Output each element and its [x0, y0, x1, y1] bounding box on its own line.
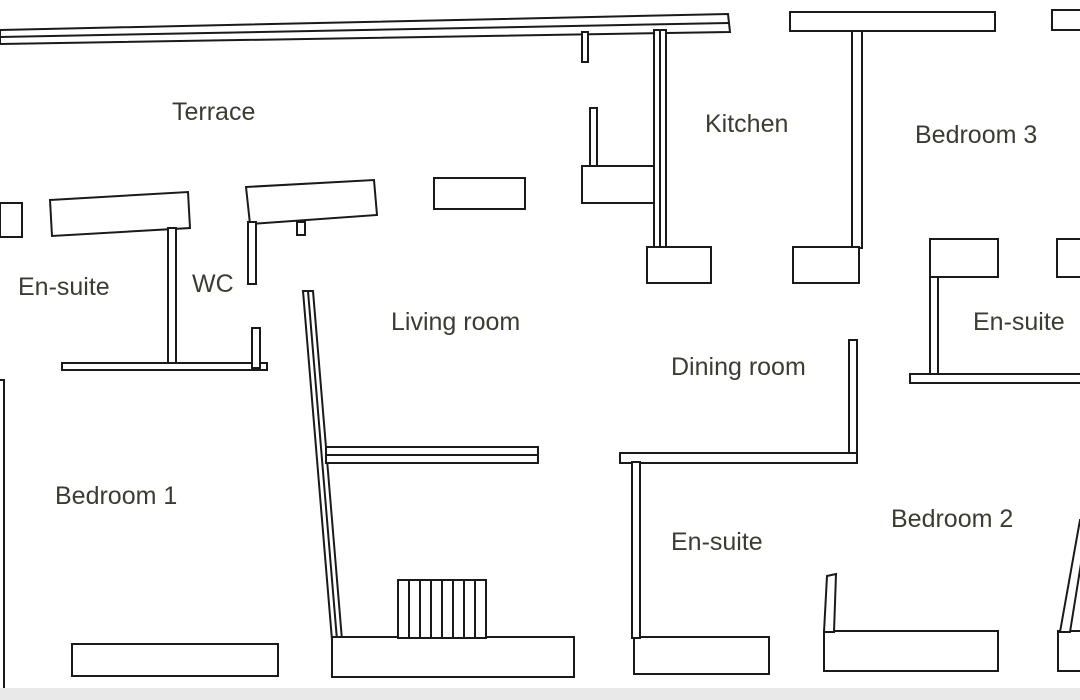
ensuite-right-south-wall — [909, 373, 1080, 384]
room-label-bedroom-3: Bedroom 3 — [915, 121, 1037, 149]
ensuite-left-north-wall — [48, 190, 192, 238]
room-label-bedroom-2: Bedroom 2 — [891, 505, 1013, 533]
ensuite-right-box-2 — [1056, 238, 1080, 278]
ensuite-right-west-wall — [929, 276, 939, 378]
terrace-left-stub — [0, 202, 23, 238]
bedroom2-east-sill — [1057, 630, 1080, 672]
bedroom3-west-wall — [851, 30, 863, 249]
ensuite-bottom-west-wall — [631, 461, 641, 639]
bedroom2-east-wall — [1058, 519, 1080, 633]
top-wall-inner-line — [0, 22, 730, 38]
room-label-dining-room: Dining room — [671, 353, 806, 381]
terrace-post — [581, 31, 589, 63]
top-wall-right — [789, 11, 996, 32]
living-room-south-sill — [331, 636, 575, 678]
radiator — [397, 579, 487, 639]
bedroom1-window-sill — [71, 643, 279, 677]
walls — [0, 9, 1080, 691]
kitchen-counter-post — [589, 107, 598, 167]
living-room-west-wall-line — [307, 290, 338, 641]
room-label-bedroom-1: Bedroom 1 — [55, 482, 177, 510]
bedroom2-sill — [823, 630, 999, 672]
room-label-terrace: Terrace — [172, 98, 255, 126]
room-label-ensuite-right: En-suite — [973, 308, 1065, 336]
room-label-kitchen: Kitchen — [705, 110, 788, 138]
top-wall-far-right — [1051, 9, 1080, 31]
room-label-ensuite-bottom: En-suite — [671, 528, 763, 556]
wc-north-wall — [244, 178, 379, 226]
terrace-bench — [433, 177, 526, 210]
kitchen-counter — [581, 165, 655, 204]
ensuite-right-box — [929, 238, 999, 278]
kitchen-pier — [646, 246, 712, 284]
wc-north-stub — [296, 221, 306, 236]
wc-east-jamb-bottom — [251, 327, 261, 369]
room-label-ensuite-left: En-suite — [18, 273, 110, 301]
wc-east-jamb-top — [247, 221, 257, 285]
west-outer-wall — [0, 379, 5, 691]
room-label-wc: WC — [192, 270, 234, 298]
dining-room-south-wall — [619, 452, 858, 464]
room-labels: Terrace Kitchen Bedroom 3 En-suite WC Li… — [18, 98, 1065, 556]
ensuite-bottom-sill — [633, 636, 770, 675]
room-label-living-room: Living room — [391, 308, 520, 336]
bedroom2-door-jamb — [822, 572, 838, 633]
dining-room-east-wall — [848, 339, 858, 463]
bottom-edge-strip — [0, 688, 1080, 700]
ensuite-left-south-wall — [61, 362, 268, 371]
bedroom3-pier — [792, 246, 860, 284]
ensuite-wc-divider — [167, 227, 177, 369]
